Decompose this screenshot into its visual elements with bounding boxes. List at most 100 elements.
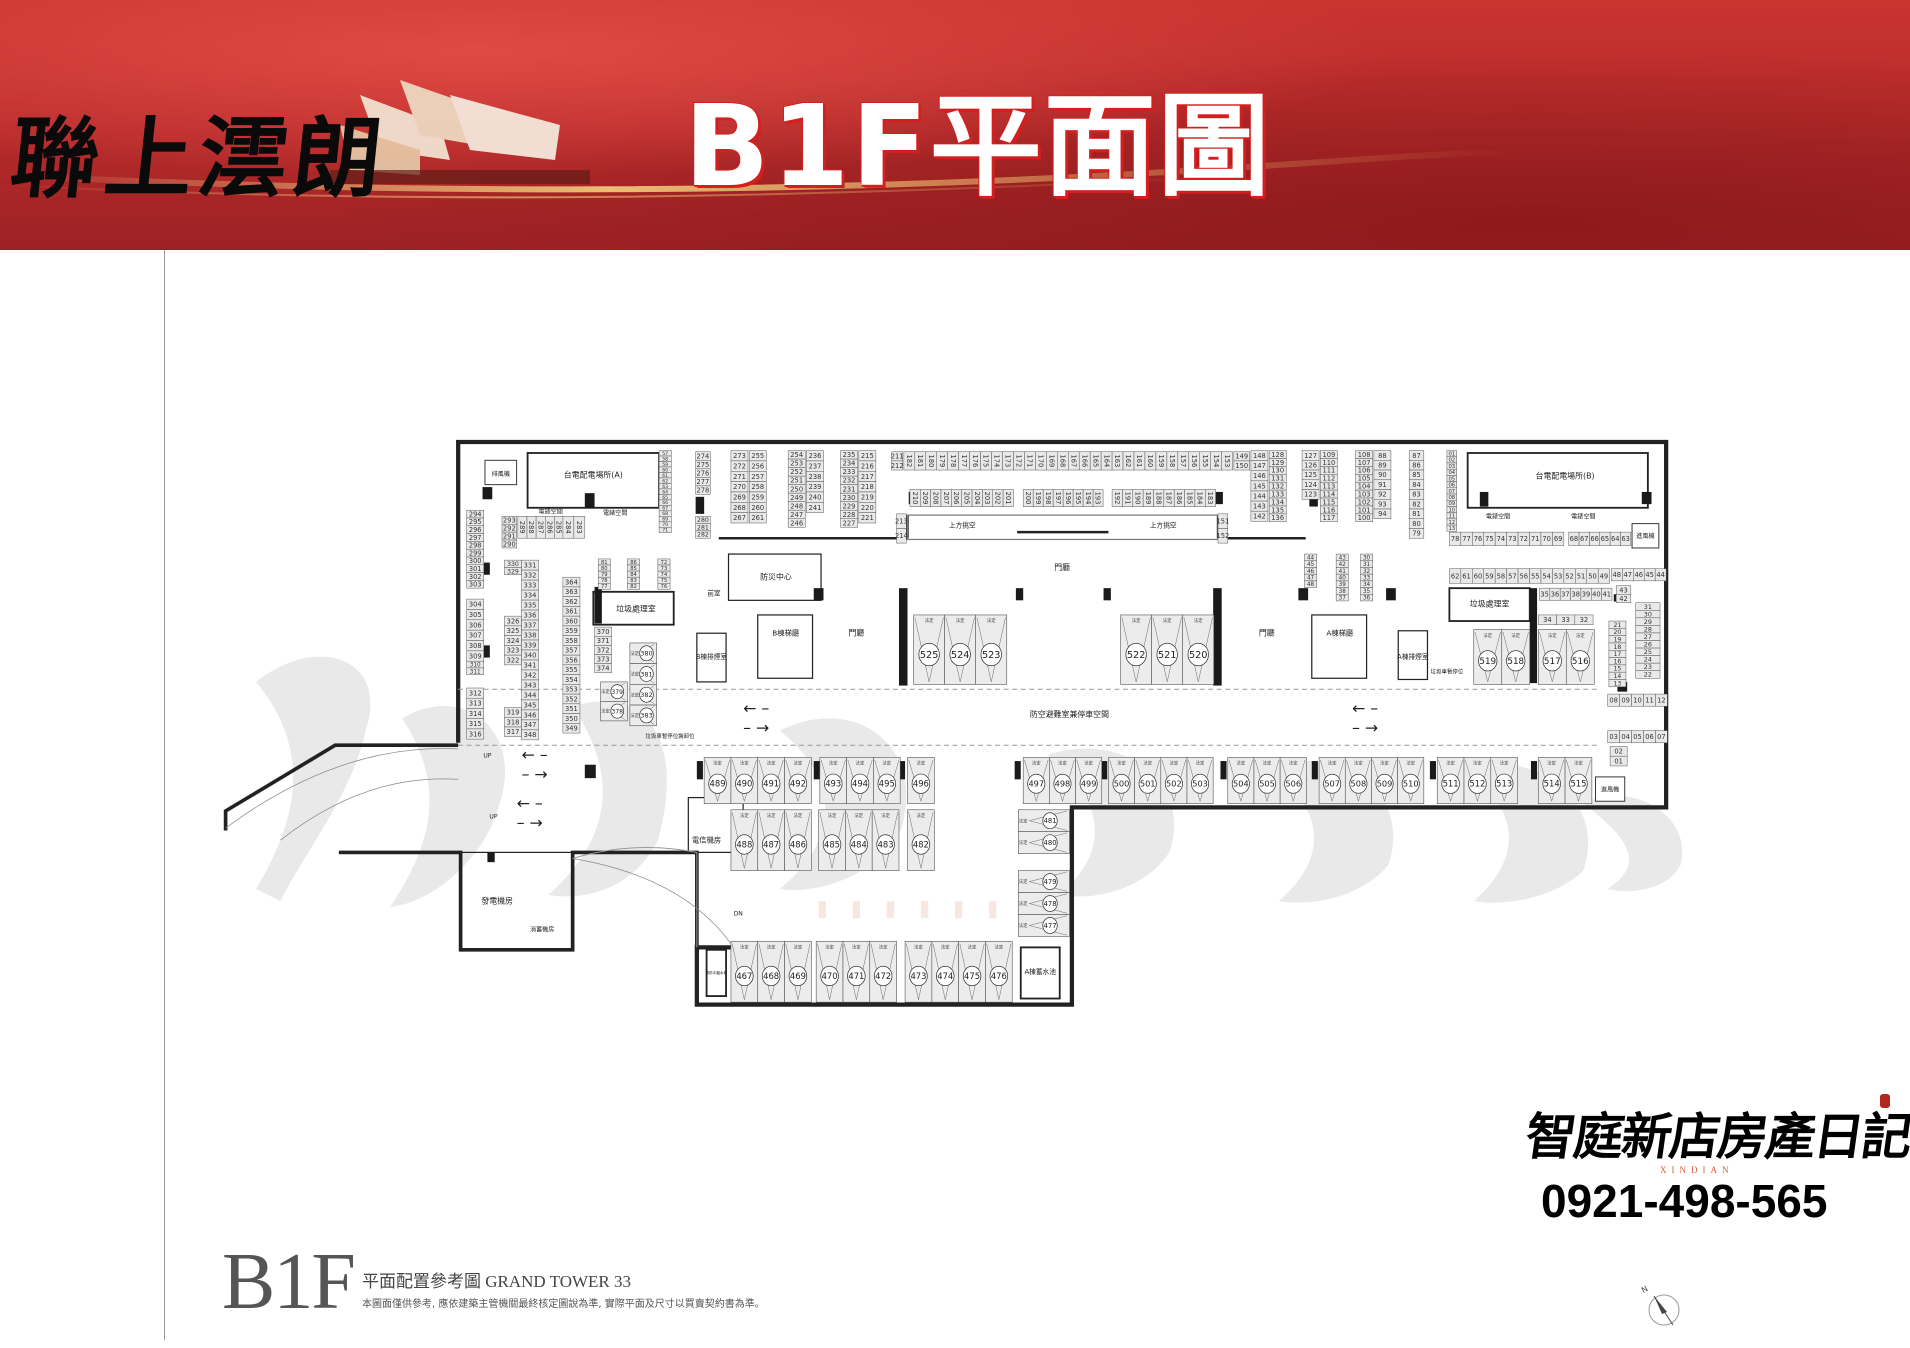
parking-space[interactable]: 250 <box>787 484 806 494</box>
parking-space[interactable]: 172 <box>1013 451 1025 471</box>
parking-space[interactable]: 252 <box>787 467 806 477</box>
parking-space[interactable]: 90 <box>1373 469 1392 481</box>
parking-space[interactable]: 305 <box>466 609 484 621</box>
parking-space[interactable]: 82 <box>627 583 640 590</box>
parking-space[interactable]: 176 <box>969 451 981 471</box>
parking-space[interactable]: 36 <box>1549 587 1561 601</box>
parking-space[interactable]: 03 <box>1607 730 1620 744</box>
parking-space[interactable]: 30 <box>1360 553 1373 561</box>
parking-space[interactable]: 109 <box>1320 450 1338 459</box>
parking-space[interactable]: 318 <box>504 716 522 728</box>
parking-space[interactable]: 130 <box>1268 466 1287 475</box>
parking-space[interactable]: 09 <box>1619 693 1632 707</box>
parking-space[interactable]: 311 <box>466 667 484 675</box>
parking-space[interactable]: 352 <box>562 693 581 705</box>
parking-space[interactable]: 37 <box>1335 593 1349 602</box>
parking-space[interactable]: 185 <box>1184 489 1196 507</box>
parking-space[interactable]: 06 <box>1446 481 1457 489</box>
parking-space[interactable]: 75 <box>1483 531 1496 546</box>
parking-space[interactable]: 50 <box>1586 568 1599 584</box>
parking-space[interactable]: 277 <box>695 477 711 487</box>
parking-space[interactable]: 267 <box>730 512 749 524</box>
parking-space[interactable]: 42 <box>1615 593 1632 604</box>
parking-space[interactable]: 313 <box>466 697 484 709</box>
parking-space[interactable]: 32 <box>1360 567 1373 575</box>
parking-space[interactable]: 351 <box>562 703 581 714</box>
parking-space[interactable]: 240 <box>806 491 824 503</box>
parking-space[interactable]: 146 <box>1250 470 1269 482</box>
parking-space[interactable]: 371 <box>594 636 612 646</box>
parking-space[interactable]: 93 <box>1373 499 1392 510</box>
parking-space[interactable]: 153 <box>1221 451 1233 471</box>
parking-space[interactable]: 268 <box>730 502 749 513</box>
parking-space[interactable]: 123 <box>1301 489 1320 500</box>
parking-space[interactable]: 67 <box>1578 531 1590 546</box>
parking-space[interactable]: 48 <box>1304 580 1317 588</box>
parking-space[interactable]: 107 <box>1355 458 1373 467</box>
parking-space[interactable]: 84 <box>1408 479 1425 490</box>
parking-space[interactable]: 175 <box>980 451 992 471</box>
parking-space[interactable]: 74 <box>1494 531 1507 546</box>
parking-space[interactable]: 292 <box>501 523 517 533</box>
parking-space[interactable]: 255 <box>748 450 767 462</box>
parking-space[interactable]: 22 <box>1635 670 1661 679</box>
parking-space[interactable]: 156 <box>1188 451 1201 471</box>
parking-space[interactable]: 174 <box>991 451 1003 471</box>
parking-space[interactable]: 150 <box>1233 460 1250 471</box>
parking-space[interactable]: 322 <box>504 654 522 666</box>
parking-space[interactable]: 288 <box>526 516 537 539</box>
parking-space[interactable]: 198 <box>1042 489 1054 507</box>
parking-space[interactable]: 283 <box>573 516 586 539</box>
parking-space[interactable]: 74 <box>657 570 671 578</box>
parking-space[interactable]: 05 <box>1446 475 1457 482</box>
parking-space[interactable]: 333 <box>521 579 539 591</box>
parking-space[interactable]: 94 <box>1373 508 1392 519</box>
parking-space[interactable]: 356 <box>562 654 581 666</box>
parking-space[interactable]: 235 <box>840 450 858 460</box>
parking-space[interactable]: 296 <box>466 525 484 534</box>
parking-space[interactable]: 56 <box>1517 568 1530 584</box>
parking-space[interactable]: 164 <box>1100 451 1113 471</box>
parking-space[interactable]: 316 <box>466 728 484 740</box>
parking-space[interactable]: 71 <box>658 527 672 534</box>
parking-space[interactable]: 358 <box>562 635 581 646</box>
parking-space[interactable]: 39 <box>1580 587 1592 601</box>
parking-space[interactable]: 206 <box>951 489 962 507</box>
parking-space[interactable]: 257 <box>748 471 767 482</box>
parking-space[interactable]: 124 <box>1301 479 1320 490</box>
parking-space[interactable]: 44 <box>1654 568 1667 582</box>
parking-space[interactable]: 190 <box>1132 489 1144 507</box>
parking-space[interactable]: 325 <box>504 625 522 636</box>
parking-space[interactable]: 219 <box>858 491 877 503</box>
parking-space[interactable]: 127 <box>1301 450 1320 461</box>
parking-space[interactable]: 253 <box>787 458 806 468</box>
parking-space[interactable]: 373 <box>594 654 612 664</box>
parking-space[interactable]: 272 <box>730 460 749 472</box>
parking-space[interactable]: 312 <box>466 687 484 699</box>
parking-space[interactable]: 06 <box>1643 730 1656 744</box>
parking-space[interactable]: 341 <box>521 659 539 671</box>
parking-space[interactable]: 210 <box>909 489 921 507</box>
parking-space[interactable]: 87 <box>1408 450 1425 461</box>
parking-space[interactable]: 113 <box>1320 481 1338 491</box>
parking-space[interactable]: 72 <box>657 558 671 566</box>
parking-space[interactable]: 82 <box>1408 499 1425 510</box>
parking-space[interactable]: 04 <box>1619 730 1632 744</box>
parking-space[interactable]: 51 <box>1575 568 1587 584</box>
parking-space[interactable]: 211 <box>891 451 904 462</box>
parking-space[interactable]: 359 <box>562 625 581 636</box>
parking-space[interactable]: 275 <box>695 460 711 470</box>
